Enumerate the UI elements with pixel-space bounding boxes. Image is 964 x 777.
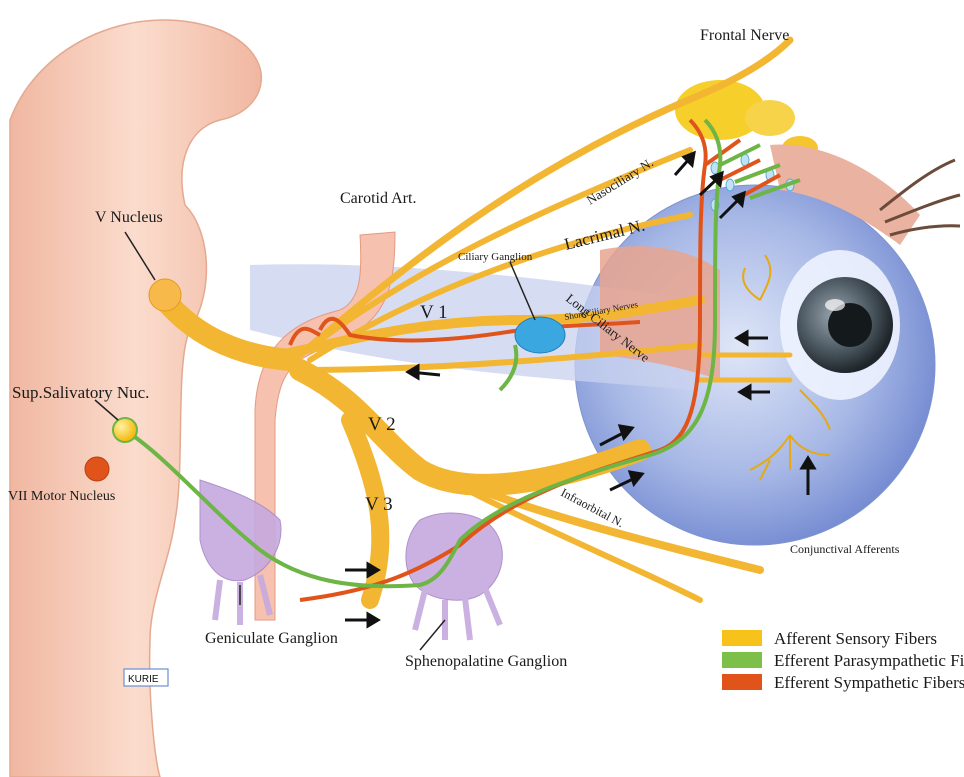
label-conjunctival: Conjunctival Afferents bbox=[790, 542, 900, 556]
legend-swatch-1 bbox=[722, 652, 762, 668]
label-vii-motor: VII Motor Nucleus bbox=[8, 489, 115, 504]
label-v3: V 3 bbox=[365, 494, 393, 515]
label-frontal-nerve: Frontal Nerve bbox=[700, 27, 789, 44]
v-nucleus-node bbox=[149, 279, 181, 311]
label-nasociliary: Nasociliary N. bbox=[584, 155, 656, 208]
sphenopalatine-ganglion bbox=[406, 513, 502, 640]
label-carotid: Carotid Art. bbox=[340, 190, 416, 207]
svg-text:KURIE: KURIE bbox=[128, 674, 159, 685]
label-sup-salivatory: Sup.Salivatory Nuc. bbox=[12, 383, 149, 402]
label-v1: V 1 bbox=[420, 302, 448, 323]
legend-swatch-0 bbox=[722, 630, 762, 646]
label-v-nucleus: V Nucleus bbox=[95, 209, 163, 226]
legend-label-1: Efferent Parasympathetic Fibers bbox=[774, 651, 964, 670]
legend-label-0: Afferent Sensory Fibers bbox=[774, 629, 937, 648]
vii-motor-node bbox=[85, 457, 109, 481]
label-sphenopalatine: Sphenopalatine Ganglion bbox=[405, 653, 567, 670]
legend-label-2: Efferent Sympathetic Fibers bbox=[774, 673, 964, 692]
legend-swatch-2 bbox=[722, 674, 762, 690]
label-v2: V 2 bbox=[368, 414, 396, 435]
label-geniculate: Geniculate Ganglion bbox=[205, 630, 338, 647]
ciliary-ganglion-node bbox=[515, 317, 565, 353]
sup-salivatory-node bbox=[113, 418, 137, 442]
kurie-logo: KURIE bbox=[124, 669, 168, 686]
label-ciliary-ganglion: Ciliary Ganglion bbox=[458, 251, 533, 263]
